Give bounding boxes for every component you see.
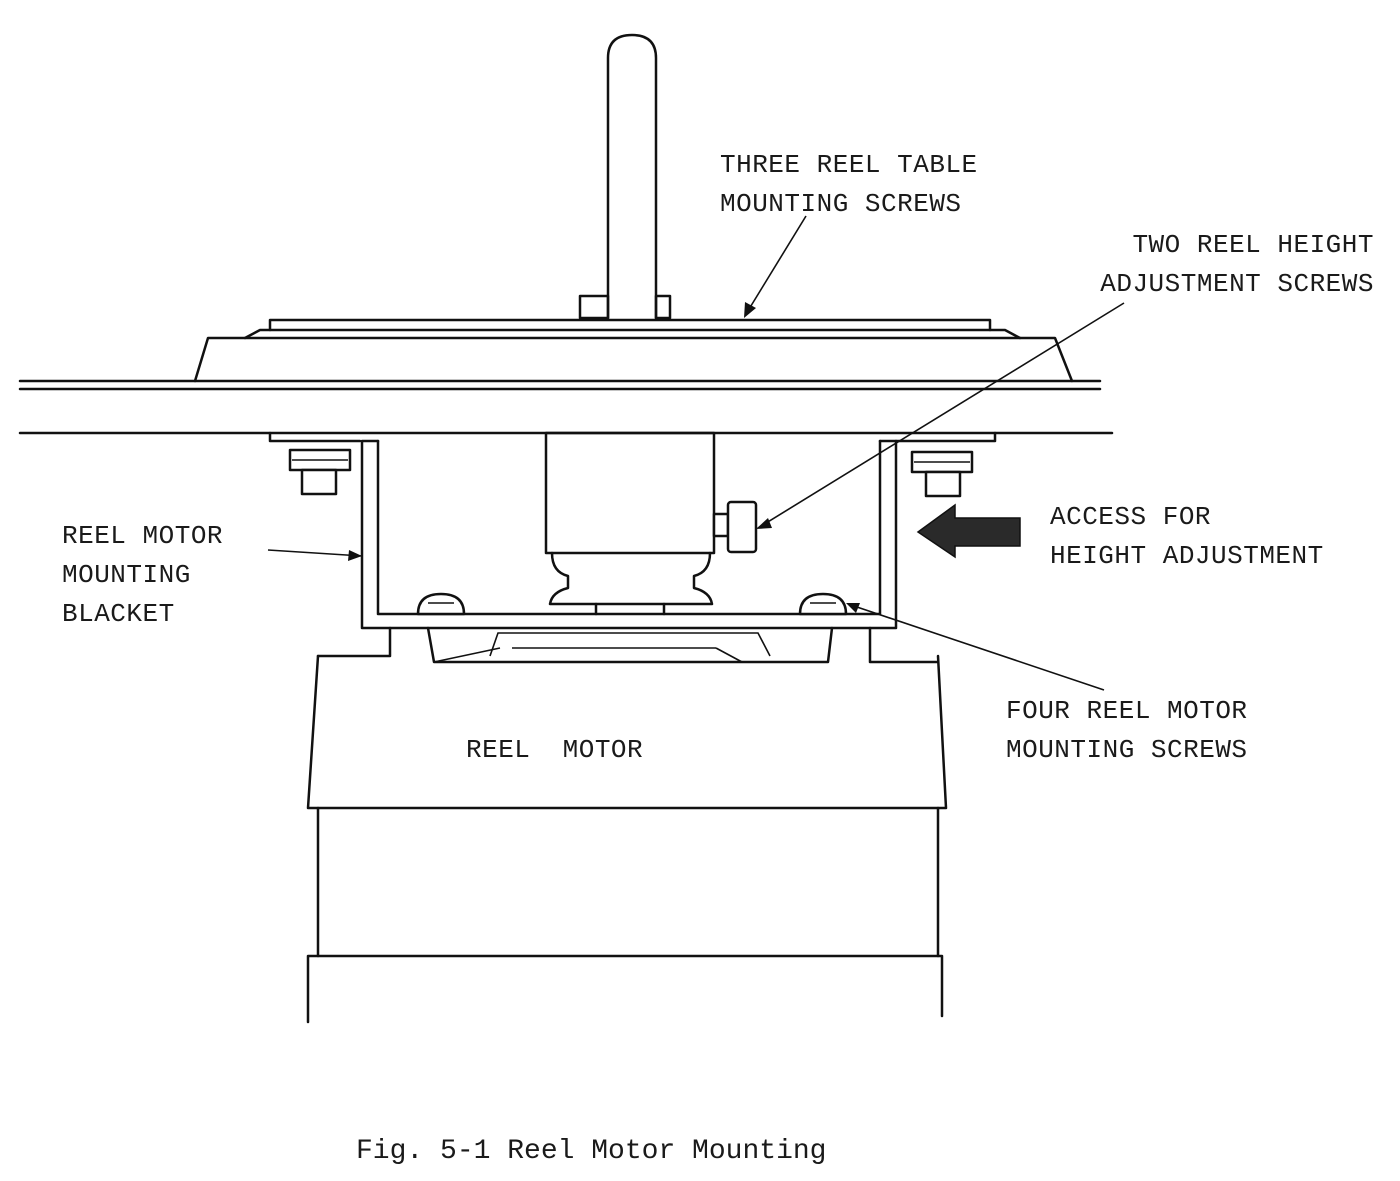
- label-reel-table-screws-line1: THREE REEL TABLE: [720, 150, 978, 180]
- label-bracket-line3: BLACKET: [62, 599, 175, 629]
- label-reel-motor: REEL MOTOR: [466, 735, 643, 765]
- label-bracket-line1: REEL MOTOR: [62, 521, 223, 551]
- label-access-line1: ACCESS FOR: [1050, 502, 1211, 532]
- label-height-screws-line1: TWO REEL HEIGHT: [1132, 230, 1374, 260]
- hex-nut-left: [288, 448, 352, 496]
- label-motor-screws-line1: FOUR REEL MOTOR: [1006, 696, 1248, 726]
- figure-caption: Fig. 5-1 Reel Motor Mounting: [356, 1136, 826, 1167]
- label-height-screws-line2: ADJUSTMENT SCREWS: [1100, 269, 1374, 299]
- deck-plate: [18, 379, 1114, 435]
- reel-motor-body: [306, 654, 948, 1024]
- motor-mounting-screw-right: [798, 592, 848, 616]
- label-access-line2: HEIGHT ADJUSTMENT: [1050, 541, 1324, 571]
- motor-mounting-screw-left: [416, 592, 466, 616]
- leader-lines: [267, 215, 1125, 691]
- mounting-bracket: [360, 439, 898, 630]
- label-motor-screws-line2: MOUNTING SCREWS: [1006, 735, 1248, 765]
- access-arrow: [916, 503, 1021, 559]
- reel-hub: [544, 431, 716, 616]
- spindle-shaft: [578, 33, 672, 320]
- label-reel-table-screws-line2: MOUNTING SCREWS: [720, 189, 962, 219]
- hex-nut-right: [910, 450, 974, 498]
- height-adjustment-screw: [712, 500, 758, 554]
- motor-flange: [316, 626, 940, 664]
- bracket-flange-right: [894, 431, 997, 443]
- label-bracket-line2: MOUNTING: [62, 560, 191, 590]
- reel-table: [193, 318, 1074, 383]
- bracket-flange-left: [268, 431, 362, 443]
